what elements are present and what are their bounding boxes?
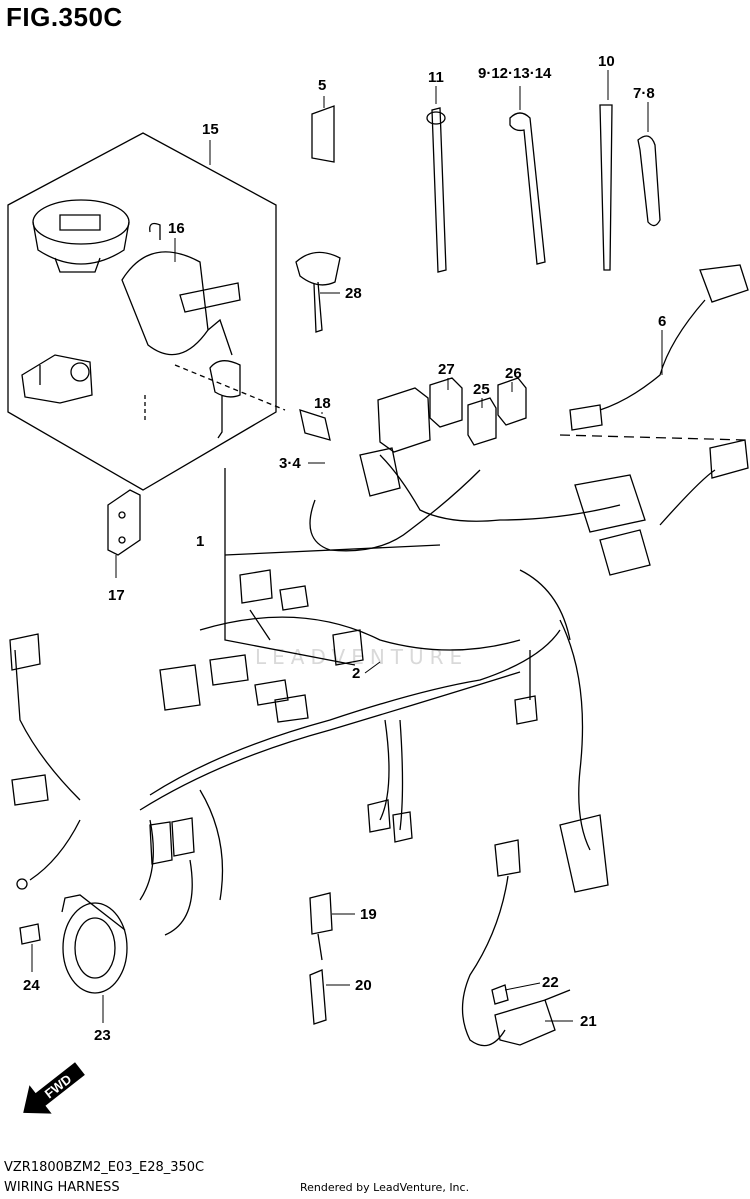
bracket-17 — [107, 489, 141, 556]
callout-2: 2 — [352, 665, 360, 682]
cable-ties — [426, 104, 661, 273]
callout-18: 18 — [314, 395, 331, 412]
callout-11: 11 — [428, 69, 444, 86]
main-harness — [9, 447, 716, 936]
horn-23 — [19, 894, 128, 994]
callout-labels: 15 16 17 5 11 9·12·13·14 10 7·8 6 28 18 … — [23, 53, 666, 1044]
callout-10: 10 — [598, 53, 615, 70]
callout-27: 27 — [438, 361, 455, 378]
switch-19 — [309, 892, 333, 1025]
callout-20: 20 — [355, 977, 372, 994]
callout-3-4: 3·4 — [279, 455, 301, 472]
callout-21: 21 — [580, 1013, 597, 1030]
figure-code: VZR1800BZM2_E03_E28_350C — [4, 1160, 205, 1175]
callout-17: 17 — [108, 587, 125, 604]
render-credit: Rendered by LeadVenture, Inc. — [300, 1181, 470, 1194]
label-sheet — [311, 105, 335, 163]
callout-23: 23 — [94, 1027, 111, 1044]
callout-9-14: 9·12·13·14 — [478, 65, 552, 82]
sensor-21 — [461, 839, 571, 1047]
callout-1: 1 — [196, 533, 204, 550]
sub-harness-6 — [559, 264, 749, 479]
callout-7-8: 7·8 — [633, 85, 655, 102]
callout-6: 6 — [658, 313, 666, 330]
leader-lines — [31, 70, 663, 1023]
key-28 — [295, 251, 341, 333]
callout-26: 26 — [505, 365, 522, 382]
fwd-arrow-icon: FWD — [23, 1062, 85, 1114]
callout-19: 19 — [360, 906, 377, 923]
callout-24: 24 — [23, 977, 40, 994]
figure-title: FIG.350C — [6, 2, 123, 32]
relays — [377, 377, 527, 453]
callout-22: 22 — [542, 974, 559, 991]
ignition-switch-box — [7, 132, 286, 491]
callout-25: 25 — [473, 381, 490, 398]
bolt-18 — [299, 409, 331, 441]
callout-15: 15 — [202, 121, 219, 138]
callout-28: 28 — [345, 285, 362, 302]
callout-16: 16 — [168, 220, 185, 237]
figure-name: WIRING HARNESS — [4, 1180, 120, 1195]
callout-5: 5 — [318, 77, 326, 94]
